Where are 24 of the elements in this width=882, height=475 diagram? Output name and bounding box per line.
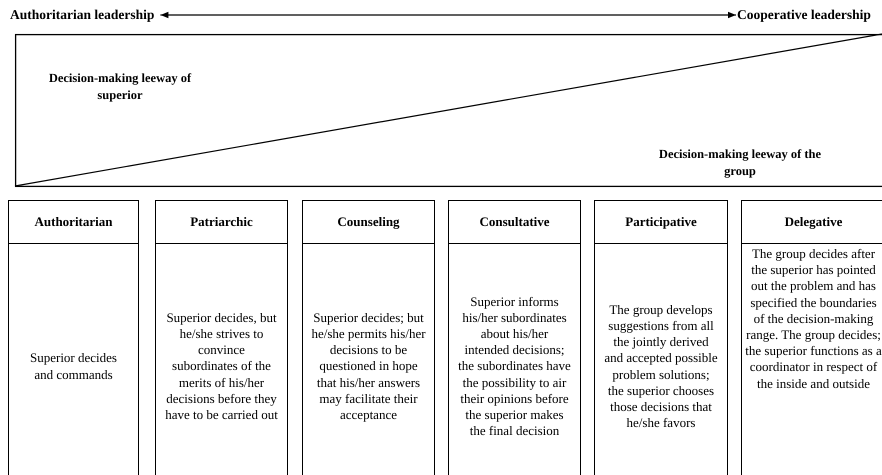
- column-description: Superior informs his/her subordinates about his/her intended decisions; the subordinates have the possibility to air their opinions before the superior makes the final decision: [457, 294, 572, 440]
- column-description: Superior decides; but he/she permits his/her decisions to be questioned in hope that his/her answers may facilitate their acceptance: [311, 310, 426, 424]
- column-heading: Participative: [625, 214, 697, 230]
- axis-end-label: Cooperative leadership: [737, 7, 882, 23]
- style-column: [448, 200, 581, 475]
- double-arrow: [160, 12, 736, 18]
- column-description: The group decides after the superior has pointed out the problem and has specified the boundaries of the decision-making range. The group decides; the superior functions as a coordinator in respect of the inside and outside: [745, 246, 882, 392]
- leeway-rectangle: [15, 34, 882, 187]
- axis-end-label: Authoritarian leadership: [10, 7, 154, 23]
- column-heading: Patriarchic: [190, 214, 253, 230]
- column-heading: Delegative: [784, 214, 842, 230]
- style-column: [8, 200, 139, 475]
- column-description: The group develops suggestions from all the jointly derived and accepted possible problem solutions; the superior chooses those decisions that he/she favors: [603, 302, 719, 432]
- column-description: Superior decides, but he/she strives to convince subordinates of the merits of his/her decisions before they have to be carried out: [164, 310, 279, 424]
- column-heading: Consultative: [479, 214, 550, 230]
- style-column: [594, 200, 728, 475]
- style-column: [155, 200, 288, 475]
- column-heading: Counseling: [337, 214, 400, 230]
- column-heading: Authoritarian: [34, 214, 112, 230]
- column-description: Superior decides and commands: [28, 350, 118, 383]
- style-column: [302, 200, 435, 475]
- leeway-label: Decision-making leeway of superior: [48, 70, 192, 104]
- leeway-label: Decision-making leeway of the group: [658, 146, 822, 180]
- style-column: [741, 200, 882, 475]
